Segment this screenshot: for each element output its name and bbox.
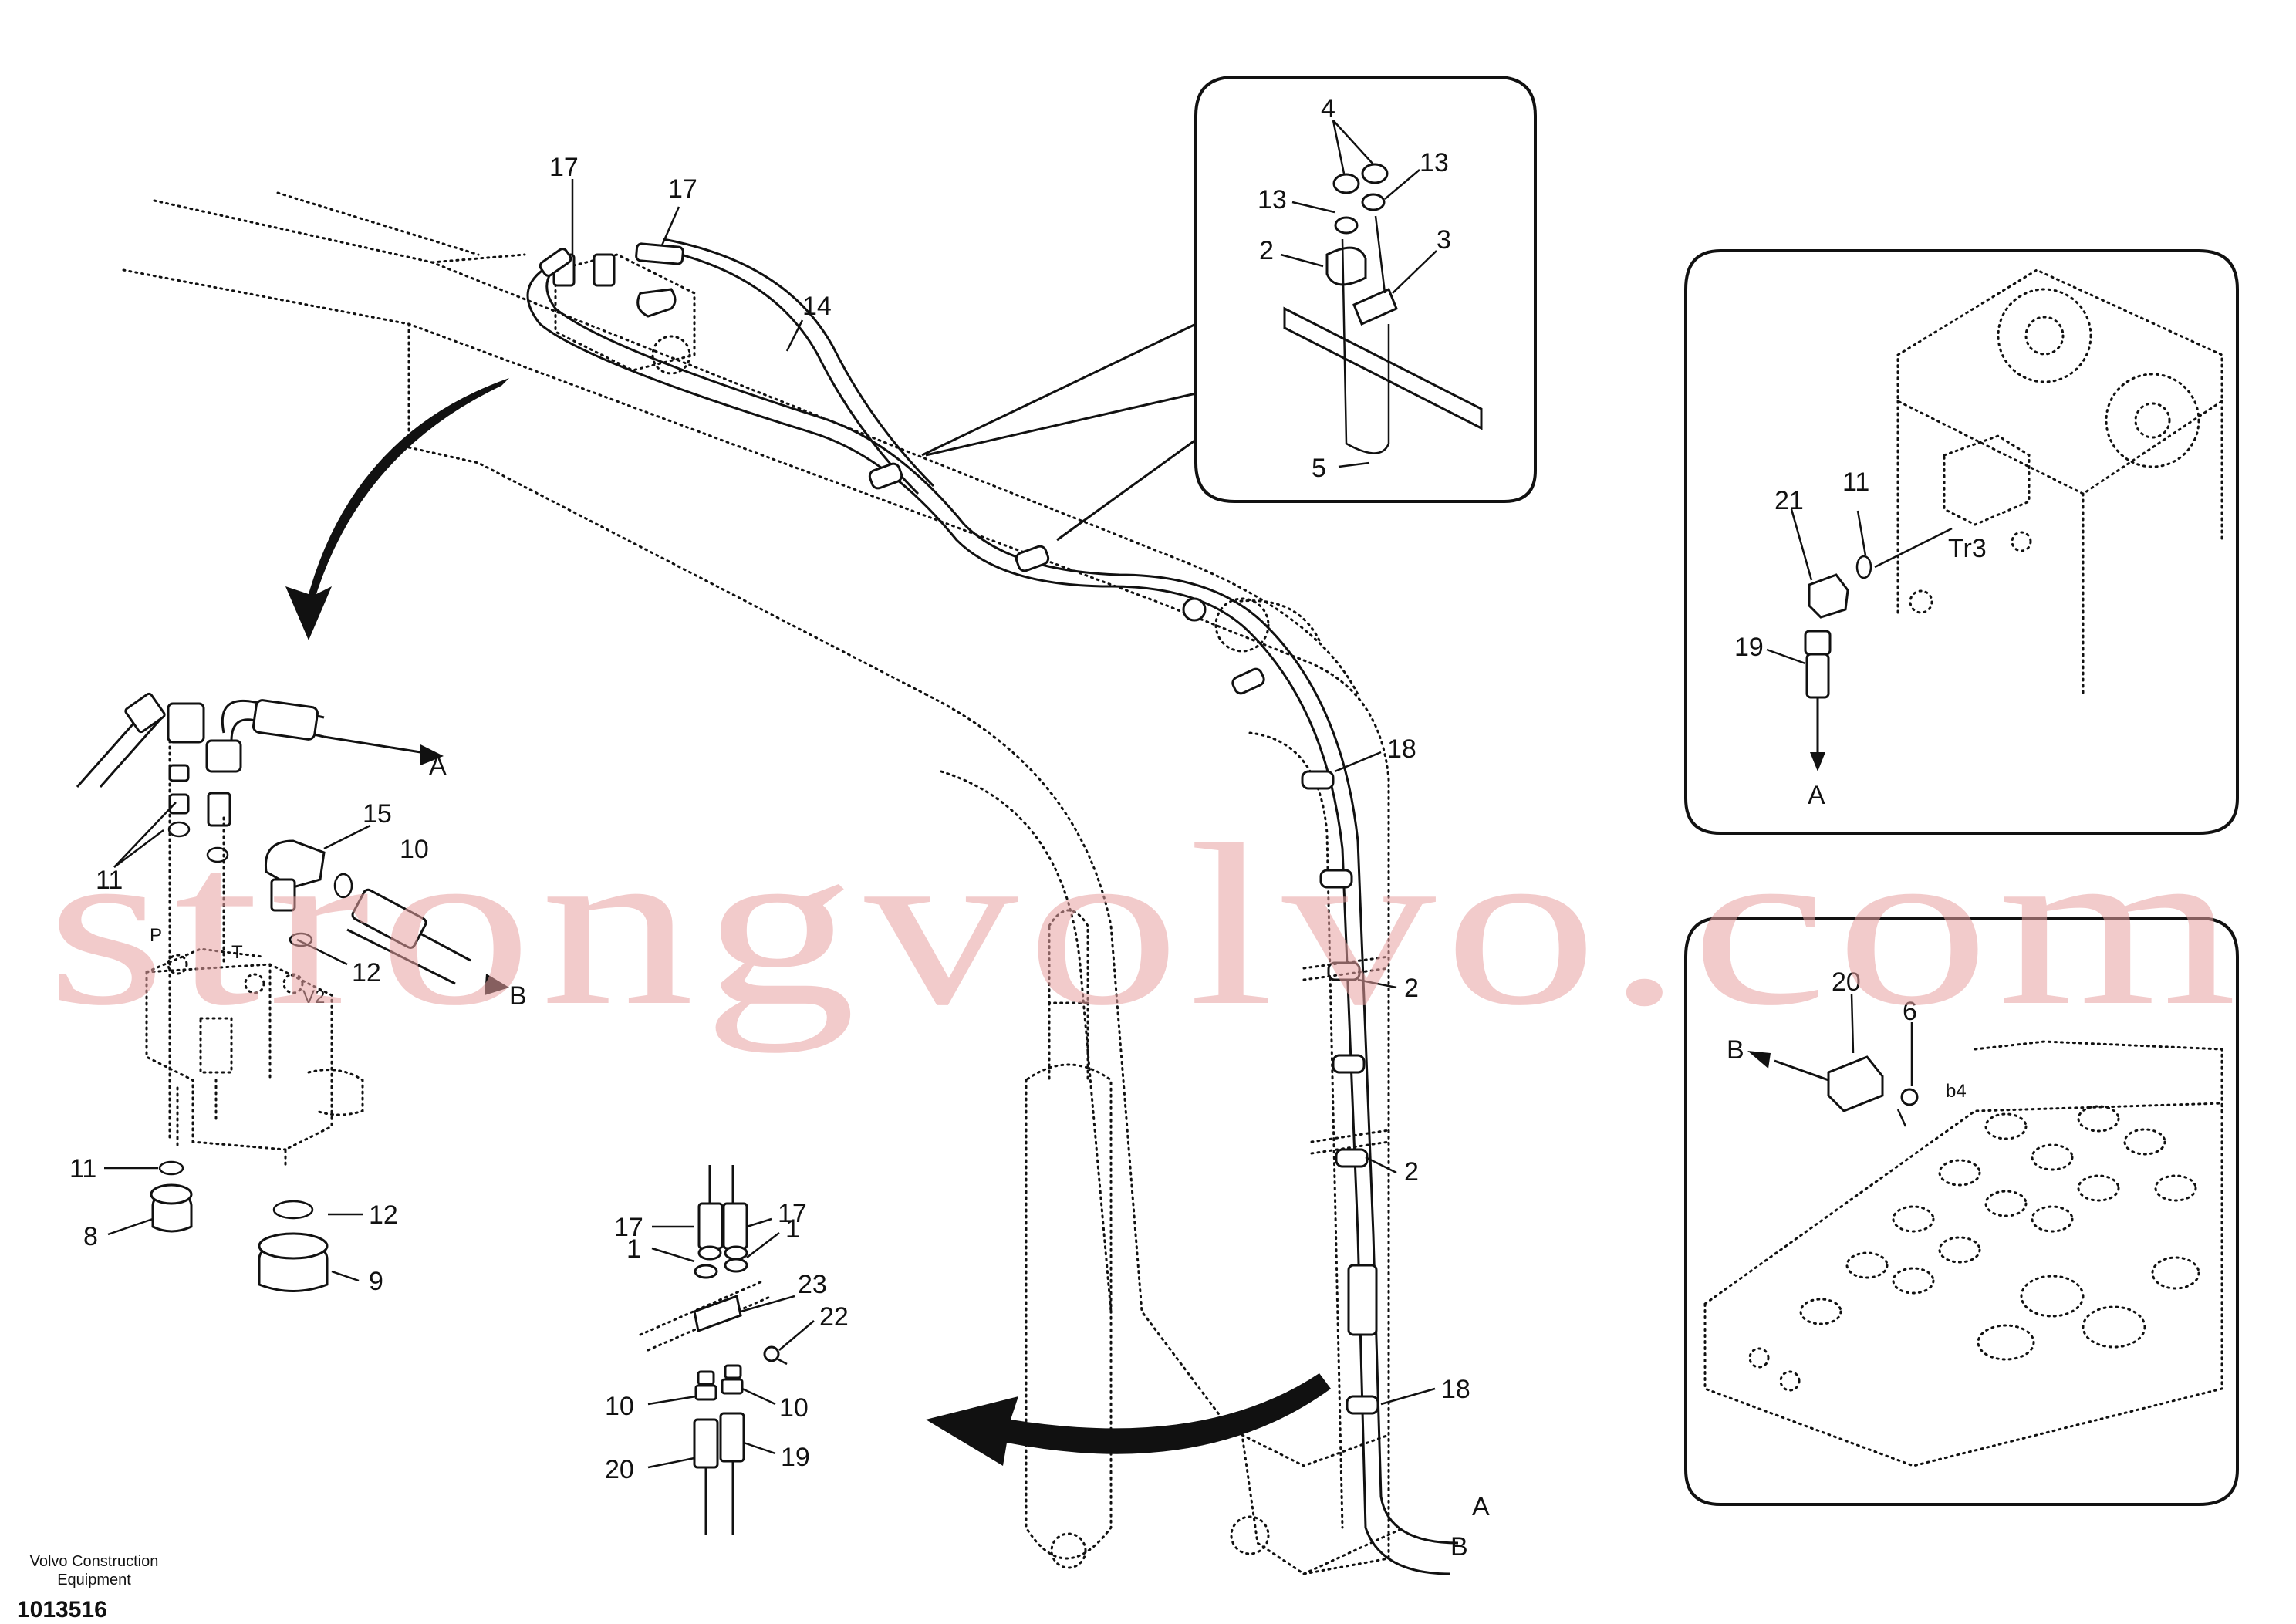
label-2: 2 [1404,974,1419,1003]
label-3: 3 [1437,225,1451,255]
label-5: 5 [1312,454,1326,483]
label-tr3: Tr3 [1948,534,1987,563]
detail-b4-box [1684,917,2239,1506]
label-10: 10 [779,1393,809,1423]
label-1: 1 [626,1234,641,1264]
brand-line-1: Volvo Construction [29,1553,159,1570]
label-21: 21 [1774,486,1804,515]
label-11: 11 [1842,468,1869,497]
brand-block: Volvo Construction Equipment [17,1552,171,1589]
label-b4: b4 [1946,1081,1967,1102]
top-valve-block [539,242,696,375]
label-11: 11 [69,1154,96,1183]
boom-outline [122,191,1406,1575]
label-23: 23 [798,1270,827,1299]
detail-tr3-box [1684,249,2239,835]
label-4: 4 [1321,94,1335,123]
label-22: 22 [819,1302,849,1332]
brand-line-2: Equipment [57,1572,131,1589]
label-18: 18 [1387,734,1416,764]
label-6: 6 [1903,997,1917,1026]
label-10: 10 [605,1392,634,1421]
label-2: 2 [1404,1157,1419,1187]
label-20: 20 [1832,967,1861,997]
label-17: 17 [668,174,697,204]
label-15: 15 [363,799,392,829]
part-labels: 17 17 14 4 13 13 2 3 5 21 11 Tr3 19 A A … [69,94,1987,1562]
label-a: A [429,751,447,781]
label-t: T [231,942,243,963]
detail-valve-left [76,692,509,1292]
label-13: 13 [1420,148,1449,177]
label-19: 19 [1734,633,1764,662]
label-10: 10 [400,835,429,864]
label-17: 17 [778,1199,807,1228]
label-p: P [150,925,162,946]
label-11: 11 [96,866,123,895]
hose-clamps [868,462,1390,1415]
label-b: B [1727,1035,1744,1065]
label-1: 1 [785,1214,800,1244]
label-18: 18 [1441,1375,1470,1404]
label-2: 2 [1259,236,1274,265]
detail-clamp-box [1194,76,1537,503]
label-b: B [509,981,527,1011]
label-19: 19 [781,1443,810,1472]
label-a: A [1808,781,1825,810]
label-12: 12 [352,958,381,988]
label-8: 8 [83,1222,98,1251]
drawing-number: 1013516 [17,1597,107,1622]
label-v2: V2 [302,987,325,1008]
detail-connector-bottom [639,1165,815,1535]
label-17: 17 [614,1213,643,1242]
watermark: strongvolvo.com [46,797,2245,1054]
label-13: 13 [1258,185,1287,214]
label-b: B [1450,1532,1468,1562]
label-12: 12 [369,1200,398,1230]
label-14: 14 [802,292,832,321]
leader-lines [571,179,1436,1406]
label-20: 20 [605,1455,634,1484]
arrow-to-left-detail [285,378,509,640]
spool-holes [1748,1105,2200,1392]
label-17: 17 [549,153,579,182]
label-a: A [1472,1492,1490,1521]
label-9: 9 [369,1267,383,1296]
arrow-to-bottom-detail [926,1373,1331,1466]
